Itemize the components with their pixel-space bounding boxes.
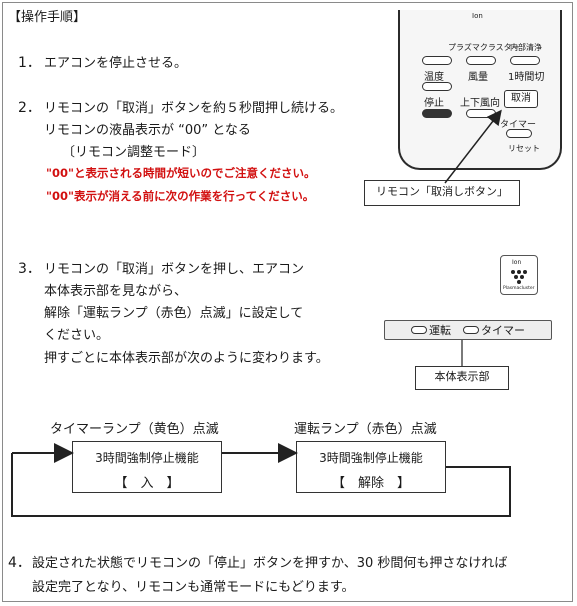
remote-brand: Ion xyxy=(472,12,483,20)
remote-label-fan: 風量 xyxy=(468,72,488,83)
remote-label-reset: リセット xyxy=(508,144,540,153)
step-3-line-2: 本体表示部を見ながら、 xyxy=(44,284,188,299)
unit-logo-text: Ion xyxy=(512,259,522,266)
unit-logo: Ion Plasmacluster xyxy=(500,255,538,295)
remote-control-illustration: Ion プラズマクラスター 内部清浄 温度 風量 1時間切 停止 上下風向 取消… xyxy=(398,10,562,170)
unit-display-panel: 運転 タイマー xyxy=(384,320,552,340)
mode-box-on-state: 【 入 】 xyxy=(114,476,180,491)
remote-label-internal-clean: 内部清浄 xyxy=(510,43,542,52)
step-2-line-2: リモコンの液晶表示が “00” となる xyxy=(44,123,251,138)
document-frame xyxy=(2,2,573,602)
unit-display-label: 本体表示部 xyxy=(415,366,509,390)
cycle-right-caption: 運転ランプ（赤色）点滅 xyxy=(294,422,437,437)
step-3-line-1: リモコンの「取消」ボタンを押し、エアコン xyxy=(44,262,305,277)
remote-button-up xyxy=(422,56,452,65)
remote-label-stop: 停止 xyxy=(424,98,444,109)
section-header: 【操作手順】 xyxy=(8,10,87,25)
mode-box-on-title: 3時間強制停止機能 xyxy=(95,451,199,465)
callout-pointer-arrow xyxy=(444,109,502,184)
step-3-line-3: 解除「運転ランプ（赤色）点滅」に設定して xyxy=(44,306,304,321)
remote-callout-label: リモコン「取消しボタン」 xyxy=(364,180,520,206)
step-1-text: エアコンを停止させる。 xyxy=(44,56,188,71)
remote-button-plasma xyxy=(466,56,496,65)
mode-box-release: 3時間強制停止機能 【 解除 】 xyxy=(296,441,446,493)
cycle-left-caption: タイマーランプ（黄色）点滅 xyxy=(50,422,219,437)
remote-label-timer: タイマー xyxy=(500,120,537,130)
plasmacluster-dots-icon xyxy=(511,270,527,284)
remote-label-plasmacluster: プラズマクラスター xyxy=(448,43,520,52)
mode-box-release-state: 【 解除 】 xyxy=(331,476,410,491)
timer-lamp-icon xyxy=(463,326,479,334)
step-3-number: 3． xyxy=(18,261,41,277)
remote-button-stop xyxy=(422,109,452,118)
step-3-line-5: 押すごとに本体表示部が次のように変わります。 xyxy=(44,351,329,366)
remote-button-down xyxy=(422,82,452,91)
remote-cancel-button: 取消 xyxy=(504,90,538,108)
remote-label-temp: 温度 xyxy=(424,72,444,83)
step-2-number: 2． xyxy=(18,100,41,116)
unit-logo-subtext: Plasmacluster xyxy=(503,286,535,291)
step-2-line-1: リモコンの「取消」ボタンを約５秒間押し続ける。 xyxy=(44,101,344,116)
remote-label-swing: 上下風向 xyxy=(460,98,500,109)
panel-label-run: 運転 xyxy=(429,324,451,337)
step-4-line-1: 設定された状態でリモコンの「停止」ボタンを押すか、30 秒間何も押さなければ xyxy=(32,556,508,571)
step-2-warning-1: "00"と表示される時間が短いのでご注意ください。 xyxy=(46,166,316,180)
panel-label-timer: タイマー xyxy=(481,324,525,337)
remote-button-clean xyxy=(510,56,540,65)
step-2-warning-2: "00"表示が消える前に次の作業を行ってください。 xyxy=(46,189,315,203)
run-lamp-icon xyxy=(411,326,427,334)
remote-button-timer xyxy=(506,129,532,138)
step-1-number: 1． xyxy=(18,55,41,71)
step-4-number: 4． xyxy=(8,555,31,571)
mode-box-on: 3時間強制停止機能 【 入 】 xyxy=(72,441,222,493)
cycle-return-line xyxy=(11,453,511,517)
remote-label-1h-off: 1時間切 xyxy=(508,72,545,83)
step-4-line-2: 設定完了となり、リモコンも通常モードにもどります。 xyxy=(32,580,355,595)
step-3-line-4: ください。 xyxy=(44,328,110,343)
step-2-line-3: 〔リモコン調整モード〕 xyxy=(62,145,206,160)
mode-box-release-title: 3時間強制停止機能 xyxy=(319,451,423,465)
